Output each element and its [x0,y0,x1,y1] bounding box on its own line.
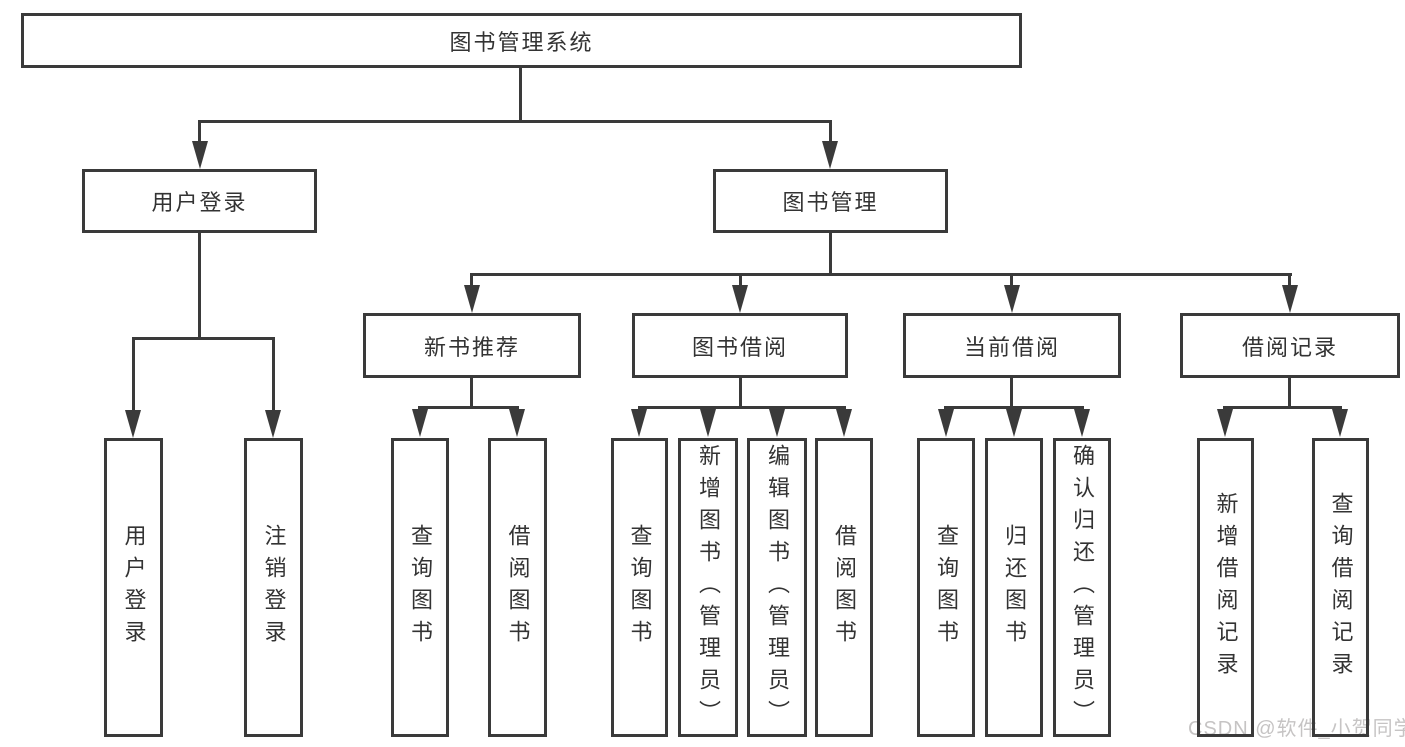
leaf-logout: 注销登录 [244,438,303,737]
connector-borrowing-group-bar [638,406,846,409]
node-root: 图书管理系统 [21,13,1022,68]
leaf-add-books-admin: 新增图书（管理员） [678,438,738,737]
leaf-query-borrow-record: 查询借阅记录 [1312,438,1369,737]
connector-mgmt-stem [829,231,832,275]
connector-recommend-group-bar [418,406,519,409]
leaf-confirm-return-admin-label: 确认归还（管理员） [1070,443,1095,732]
node-user-login: 用户登录 [82,169,317,233]
arrow-records-leaf1 [1217,409,1233,437]
leaf-return-books-label: 归还图书 [1002,523,1027,652]
leaf-query-books-recommend-label: 查询图书 [408,523,433,652]
leaf-user-login: 用户登录 [104,438,163,737]
leaf-add-borrow-record: 新增借阅记录 [1197,438,1254,737]
connector-login-leaf2-stem [272,339,275,413]
connector-borrowing-stem [739,275,742,287]
leaf-user-login-label: 用户登录 [121,523,147,652]
arrow-login-leaf2 [265,410,281,438]
connector-current-group-stem [1010,376,1013,408]
leaf-logout-label: 注销登录 [261,523,287,652]
arrow-current [1004,285,1020,313]
connector-user-login-stem [198,122,201,144]
arrow-current-leaf3 [1074,409,1090,437]
leaf-query-books-borrow: 查询图书 [611,438,668,737]
leaf-query-books-current: 查询图书 [917,438,975,737]
arrow-recommend-leaf2 [509,409,525,437]
leaf-borrow-books-recommend-label: 借阅图书 [505,523,531,652]
arrow-current-leaf1 [938,409,954,437]
leaf-borrow-books-borrow-label: 借阅图书 [832,523,857,652]
leaf-query-books-current-label: 查询图书 [934,523,959,652]
leaf-add-borrow-record-label: 新增借阅记录 [1213,491,1239,684]
connector-book-management-stem [829,122,832,144]
arrow-borrowing-leaf2 [700,409,716,437]
connector-current-group-bar [944,406,1084,409]
leaf-query-books-recommend: 查询图书 [391,438,449,737]
arrow-book-management [822,141,838,169]
leaf-query-books-borrow-label: 查询图书 [627,523,653,652]
connector-records-stem [1288,275,1291,287]
connector-root-stem [519,66,522,122]
leaf-borrow-books-recommend: 借阅图书 [488,438,547,737]
arrow-recommend [464,285,480,313]
connector-login-leaf1-stem [132,339,135,413]
connector-recommend-stem [470,275,473,287]
leaf-edit-books-admin: 编辑图书（管理员） [747,438,807,737]
leaf-add-books-admin-label: 新增图书（管理员） [696,443,721,732]
csdn-watermark: CSDN @软件_小贺同学 [1188,718,1405,740]
arrow-records [1282,285,1298,313]
arrow-borrowing-leaf3 [769,409,785,437]
node-new-book-recommendation: 新书推荐 [363,313,581,378]
node-current-borrowing: 当前借阅 [903,313,1121,378]
connector-mgmt-bar [470,273,1292,276]
connector-login-group-bar [132,337,275,340]
arrow-borrowing-leaf4 [836,409,852,437]
connector-root-bar [198,120,832,123]
arrow-borrowing [732,285,748,313]
connector-records-group-stem [1288,376,1291,408]
node-borrowing-records: 借阅记录 [1180,313,1400,378]
node-book-management: 图书管理 [713,169,948,233]
node-book-borrowing: 图书借阅 [632,313,848,378]
connector-recommend-group-stem [470,376,473,408]
connector-login-group-stem [198,231,201,339]
leaf-confirm-return-admin: 确认归还（管理员） [1053,438,1111,737]
arrow-borrowing-leaf1 [631,409,647,437]
leaf-return-books: 归还图书 [985,438,1043,737]
connector-records-group-bar [1223,406,1342,409]
connector-current-stem [1010,275,1013,287]
connector-borrowing-group-stem [739,376,742,408]
arrow-recommend-leaf1 [412,409,428,437]
leaf-borrow-books-borrow: 借阅图书 [815,438,873,737]
leaf-edit-books-admin-label: 编辑图书（管理员） [765,443,790,732]
arrow-login-leaf1 [125,410,141,438]
arrow-user-login [192,141,208,169]
arrow-current-leaf2 [1006,409,1022,437]
leaf-query-borrow-record-label: 查询借阅记录 [1328,491,1354,684]
arrow-records-leaf2 [1332,409,1348,437]
